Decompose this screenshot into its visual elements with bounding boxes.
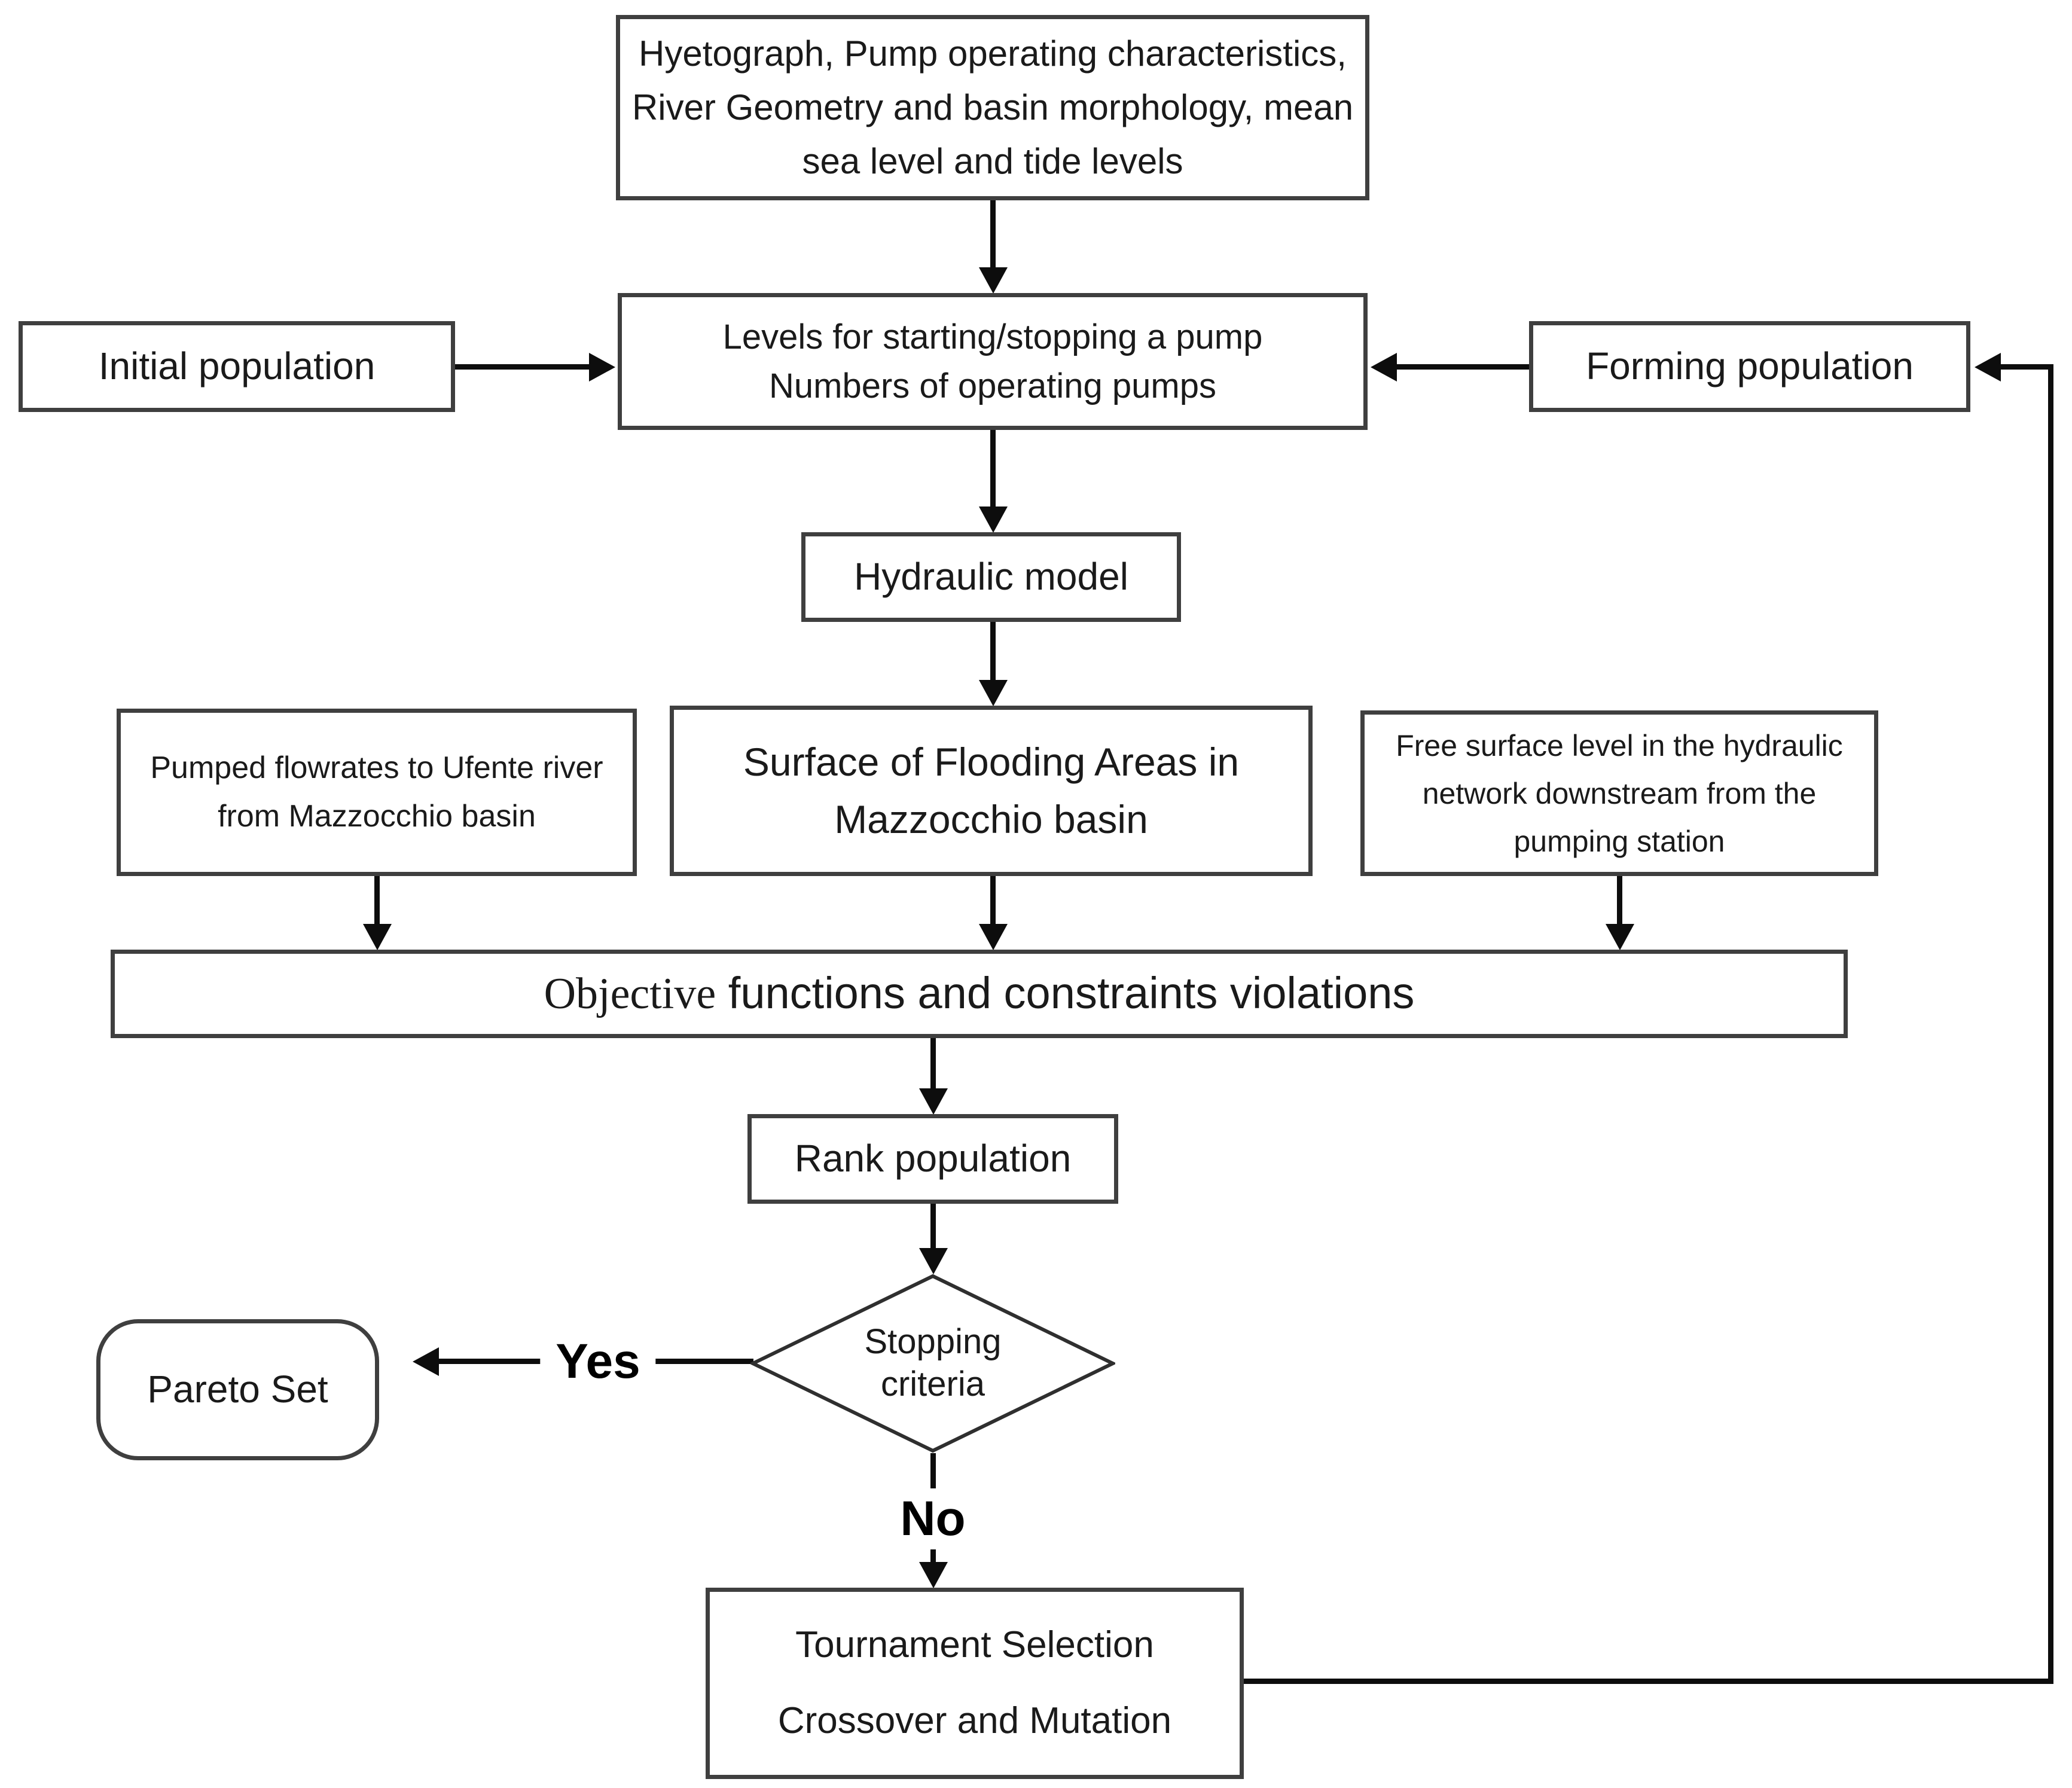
- pareto-set-label: Pareto Set: [147, 1368, 328, 1411]
- free-surface-line: network downstream from the: [1422, 776, 1817, 810]
- stopping-criteria-line: criteria: [880, 1365, 985, 1403]
- input-data-line: Hyetograph, Pump operating characteristi…: [639, 33, 1347, 74]
- arrow-initial-to-decision-head: [589, 353, 615, 382]
- decision-variables-line: Levels for starting/stopping a pump: [722, 318, 1263, 357]
- arrow-flooding-to-objective-line: [990, 876, 996, 926]
- input-data-line: sea level and tide levels: [802, 141, 1183, 181]
- arrow-yes-head: [413, 1347, 439, 1376]
- arrow-pumped-to-objective-head: [363, 924, 392, 950]
- arrow-hydraulic-to-flooding-head: [979, 680, 1008, 706]
- arrow-inputs-to-decision-head: [979, 267, 1008, 294]
- feedback-bottom-segment: [1244, 1679, 2053, 1684]
- arrow-objective-to-rank-line: [930, 1038, 936, 1090]
- arrow-flooding-to-objective-head: [979, 924, 1008, 950]
- arrow-rank-to-diamond-line: [930, 1204, 936, 1250]
- tournament-line: Crossover and Mutation: [777, 1700, 1172, 1742]
- flooding-areas-line: Mazzocchio basin: [834, 797, 1148, 841]
- initial-population-label: Initial population: [98, 344, 376, 388]
- arrow-forming-to-decision-head: [1371, 353, 1397, 382]
- forming-population-label: Forming population: [1586, 344, 1914, 388]
- tournament-line: Tournament Selection: [795, 1624, 1154, 1666]
- arrow-inputs-to-decision-line: [990, 200, 996, 269]
- arrow-rank-to-diamond-head: [919, 1248, 948, 1274]
- arrow-objective-to-rank-head: [919, 1088, 948, 1115]
- arrow-no-head: [919, 1562, 948, 1588]
- node-objective-functions: Objective functions and constraints viol…: [111, 950, 1848, 1038]
- node-initial-population: Initial population: [19, 321, 455, 412]
- objective-functions-label: Objective functions and constraints viol…: [115, 965, 1844, 1023]
- node-tournament-selection: Tournament Selection Crossover and Mutat…: [706, 1588, 1244, 1779]
- arrow-pumped-to-objective-line: [374, 876, 380, 926]
- node-decision-variables: Levels for starting/stopping a pump Numb…: [618, 293, 1368, 430]
- feedback-top-segment: [2000, 364, 2053, 370]
- node-pareto-set: Pareto Set: [96, 1319, 379, 1460]
- flooding-areas-line: Surface of Flooding Areas in: [743, 739, 1240, 784]
- arrow-freesurface-to-objective-line: [1617, 876, 1622, 926]
- objective-word-rest: functions and constraints violations: [716, 968, 1415, 1018]
- input-data-line: River Geometry and basin morphology, mea…: [631, 87, 1354, 127]
- pumped-flowrates-line: from Mazzocchio basin: [218, 799, 536, 834]
- pumped-flowrates-line: Pumped flowrates to Ufente river: [150, 750, 603, 786]
- node-rank-population: Rank population: [747, 1114, 1118, 1204]
- arrow-hydraulic-to-flooding-line: [990, 622, 996, 682]
- yes-branch-label: Yes: [540, 1331, 656, 1392]
- node-input-data: Hyetograph, Pump operating characteristi…: [616, 15, 1369, 200]
- feedback-into-forming-head: [1975, 353, 2001, 382]
- arrow-decision-to-hydraulic-head: [979, 507, 1008, 533]
- node-forming-population: Forming population: [1529, 321, 1970, 412]
- node-stopping-criteria: Stopping criteria: [750, 1274, 1115, 1453]
- free-surface-line: Free surface level in the hydraulic: [1396, 728, 1843, 762]
- arrow-decision-to-hydraulic-line: [990, 430, 996, 508]
- node-pumped-flowrates: Pumped flowrates to Ufente river from Ma…: [117, 709, 637, 876]
- rank-population-label: Rank population: [794, 1137, 1072, 1180]
- stopping-criteria-line: Stopping: [864, 1322, 1002, 1362]
- feedback-right-segment: [2048, 364, 2053, 1684]
- arrow-freesurface-to-objective-head: [1606, 924, 1634, 950]
- node-free-surface-level: Free surface level in the hydraulic netw…: [1360, 710, 1878, 876]
- arrow-initial-to-decision-line: [455, 364, 590, 370]
- objective-word-serif: Objective: [544, 969, 716, 1019]
- arrow-forming-to-decision-line: [1396, 364, 1530, 370]
- hydraulic-model-label: Hydraulic model: [854, 555, 1128, 599]
- stopping-criteria-diamond-shape: [750, 1274, 1115, 1453]
- stopping-criteria-text: Stopping criteria: [750, 1274, 1115, 1453]
- node-flooding-areas: Surface of Flooding Areas in Mazzocchio …: [670, 706, 1313, 876]
- decision-variables-line: Numbers of operating pumps: [769, 366, 1216, 405]
- free-surface-line: pumping station: [1513, 824, 1725, 858]
- node-hydraulic-model: Hydraulic model: [801, 532, 1181, 622]
- no-branch-label: No: [884, 1488, 981, 1549]
